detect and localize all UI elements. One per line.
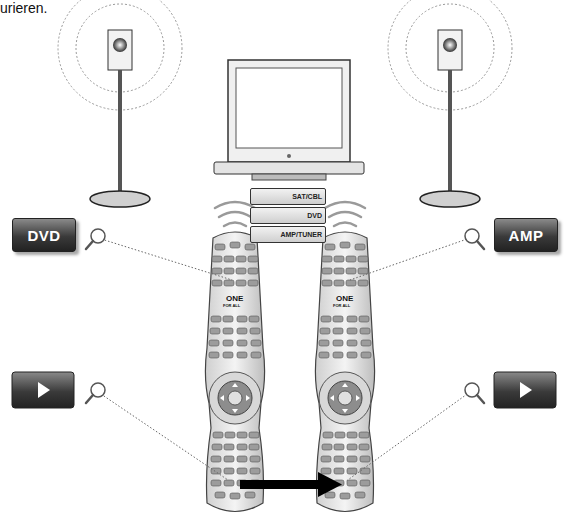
- node-text: AMP/TUNER: [280, 231, 322, 238]
- brand-logo: ONE: [226, 294, 243, 303]
- brand-logo: ONE: [336, 294, 353, 303]
- device-unit: AMP/TUNER: [250, 226, 326, 243]
- remote-left: [205, 232, 264, 512]
- mode-key-callout: DVD: [12, 218, 76, 252]
- device-unit: SAT/CBL: [250, 188, 326, 205]
- television: [214, 60, 364, 180]
- leader-lines: [98, 238, 470, 482]
- node-text: DVD: [27, 227, 60, 244]
- mode-key-callout: AMP: [494, 218, 558, 252]
- magnifier: [465, 383, 484, 403]
- play-callout-right: [494, 372, 556, 408]
- node-text: DVD: [307, 212, 322, 219]
- remote-right: [315, 232, 374, 512]
- speaker-left: [58, 0, 182, 207]
- magnifier: [86, 383, 105, 403]
- magnifier: [86, 229, 105, 249]
- speaker-right: [388, 0, 512, 207]
- play-callout-left: [12, 372, 74, 408]
- node-text: SAT/CBL: [292, 193, 322, 200]
- cut-off-text: urieren.: [0, 0, 47, 16]
- copy-arrow: [240, 472, 342, 497]
- node-text: AMP: [509, 227, 544, 244]
- brand-logo: FOR ALL: [333, 303, 350, 308]
- brand-logo: FOR ALL: [223, 303, 240, 308]
- device-unit: DVD: [250, 207, 326, 224]
- magnifier: [465, 229, 484, 249]
- signal-waves: [215, 202, 365, 226]
